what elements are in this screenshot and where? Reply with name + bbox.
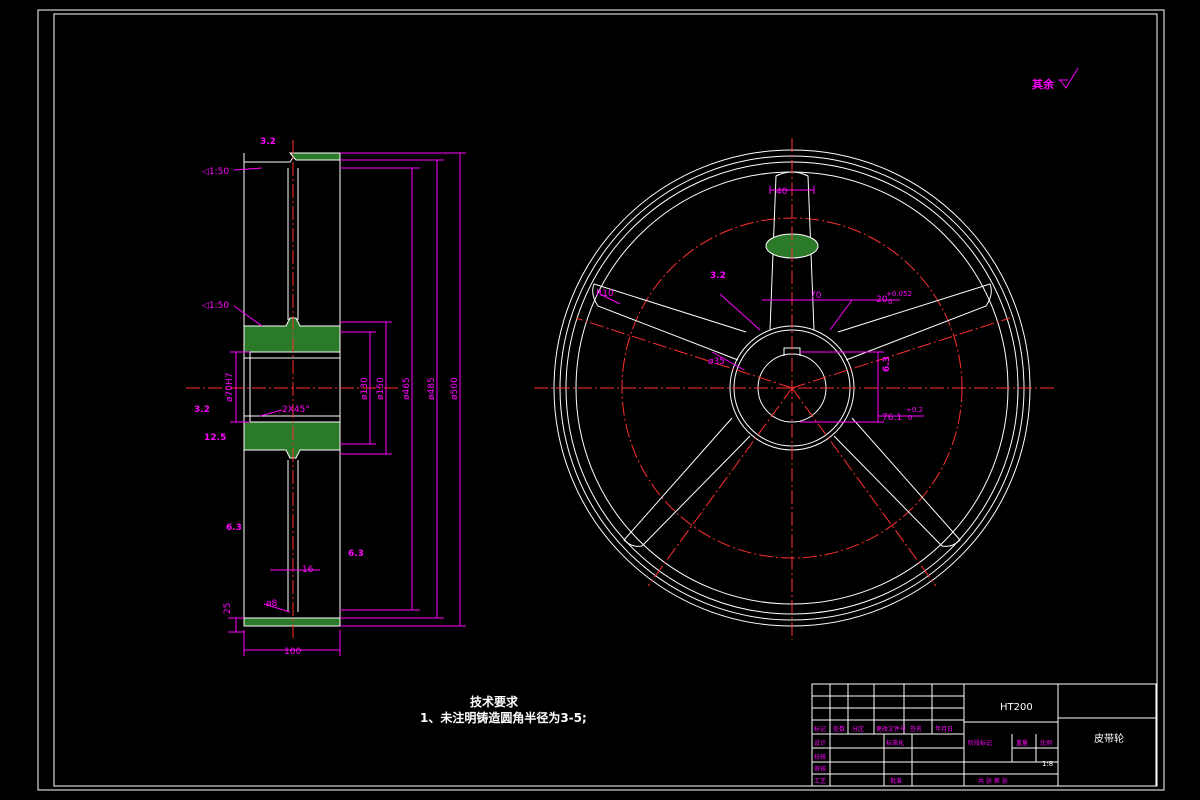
key-tol2-label: 0 [888, 298, 892, 306]
std-label: 标准化 [886, 739, 904, 747]
dim-web-dia-leader [263, 603, 291, 613]
row-label-4: 工艺 [814, 777, 826, 785]
key-depth-label: 76.1 [882, 413, 902, 423]
row-label-1: 设计 [814, 739, 826, 747]
fillet-leader [599, 293, 621, 305]
key-width-label: 20 [876, 295, 888, 305]
dim-key-leader [829, 299, 900, 331]
spoke-right-bottom [833, 417, 961, 547]
roughness-note-text: 其余 [1032, 77, 1055, 91]
spoke-right-top [837, 283, 992, 361]
taper-mid-label: ◁1:50 [202, 301, 229, 311]
side-section-view: ◁1:50 ◁1:50 3.2 3.2 12.5 6.3 6.3 ø70H7 2… [186, 137, 466, 657]
taper-top-label: ◁1:50 [202, 167, 229, 177]
key-depth-tol2-label: 0 [908, 414, 912, 422]
dim-width [243, 630, 341, 656]
rough-chamfer-label: 12.5 [204, 433, 226, 443]
taper-leaders [233, 167, 263, 327]
dia-465-label: ø465 [402, 377, 412, 400]
fillet-label: R10 [596, 289, 614, 299]
chamfer-label: 2X45° [282, 405, 310, 415]
title-block-left-grid [812, 684, 964, 786]
rough-left-label: 3.2 [194, 405, 210, 415]
rough-spoke-leader [719, 293, 761, 331]
web-dia-label: ø8 [266, 599, 278, 609]
header-cell-1: 分区 [852, 725, 864, 733]
dim-key-depth [800, 351, 924, 423]
inner-border [53, 13, 1158, 787]
spoke-axis-3 [791, 387, 937, 587]
material-label: HT200 [1000, 702, 1033, 713]
front-view: 40 R10 3.2 70 20 +0.052 0 ø35 6.3 76.1 +… [534, 138, 1056, 640]
row-label-0: 标记 [814, 725, 826, 733]
rough-right-label: 6.3 [348, 549, 364, 559]
approve-label: 批准 [890, 777, 902, 785]
dia-150-label: ø150 [376, 377, 386, 400]
part-name-label: 皮带轮 [1094, 732, 1124, 745]
tech-req-title: 技术要求 [470, 694, 519, 709]
weight-label: 重量 [1016, 739, 1028, 747]
header-cell-2: 更改文件号 [876, 725, 906, 733]
spoke-width-label: 40 [776, 187, 788, 197]
header-cell-4: 年月日 [935, 725, 953, 733]
dia-500-label: ø500 [450, 377, 460, 400]
row-label-3: 审核 [814, 765, 826, 773]
web-thk-label: 16 [302, 565, 314, 575]
spoke-axis-4 [647, 387, 793, 587]
spoke-axis-1 [791, 317, 1011, 389]
dim-ext-lines [340, 152, 466, 627]
dim-spoke-width [769, 186, 815, 194]
ratio-label: 比例 [1040, 739, 1052, 747]
spoke-axis-2 [575, 317, 793, 389]
hub-lower-section [243, 421, 341, 459]
rough-spoke-label: 3.2 [710, 271, 726, 281]
width-label: 100 [284, 647, 301, 657]
dia-485-label: ø485 [427, 377, 437, 400]
dim-rim-thk [228, 617, 244, 633]
hub-dia-label: ø35 [708, 357, 725, 367]
scale-label: 1:8 [1042, 760, 1053, 768]
spokes [592, 171, 992, 547]
title-block-frame [811, 683, 1157, 787]
outer-border [37, 9, 1165, 791]
rim-thk-label: 25 [223, 603, 233, 614]
row-label-2: 校核 [814, 753, 826, 761]
rim-bottom-section [243, 617, 341, 627]
bore-dia-label: ø70H7 [225, 373, 235, 402]
rim-top-section [288, 152, 341, 161]
dia-130-label: ø130 [360, 377, 370, 400]
sheet-label: 共 张 第 张 [978, 777, 1008, 785]
dim-bore [230, 351, 250, 423]
tech-requirements: 技术要求 1、未注明铸造圆角半径为3-5; [420, 694, 587, 725]
chamfer-leader [259, 409, 283, 417]
rough-top-label: 3.2 [260, 137, 276, 147]
spoke-left-top [592, 283, 747, 361]
title-block-right-grid [963, 684, 1156, 786]
key-depth-tol-label: +0.2 [906, 406, 923, 414]
header-cell-0: 处数 [833, 725, 845, 733]
header-cell-3: 签名 [910, 725, 922, 733]
rough-web-label: 6.3 [226, 523, 242, 533]
tech-req-line1: 1、未注明铸造圆角半径为3-5; [420, 710, 587, 725]
roughness-note: 其余 [1032, 67, 1079, 91]
spoke-left-bottom [623, 417, 751, 547]
title-block: HT200 皮带轮 1:8 标记 设计 校核 审核 工艺 处数 分区 更改文件号… [811, 683, 1157, 787]
key-tol-label: +0.052 [886, 290, 912, 298]
key-rough-label: 6.3 [882, 356, 892, 372]
roughness-symbol [1058, 67, 1079, 89]
hub-width-label: 70 [810, 291, 822, 301]
dim-hub-dia-leader [711, 351, 745, 371]
hub-upper-section [243, 317, 341, 353]
stage-label: 阶段标记 [968, 739, 992, 747]
